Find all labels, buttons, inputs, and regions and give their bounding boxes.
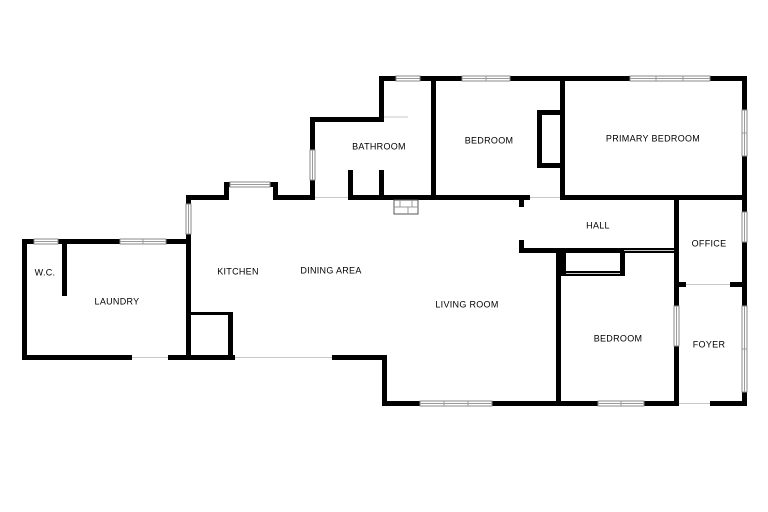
- wall-hall-stub: [519, 195, 524, 207]
- wall-kitchen-jog-right: [273, 182, 278, 200]
- room-label-dining-area: DINING AREA: [300, 265, 361, 275]
- wall-primary-bottom: [560, 195, 747, 200]
- window: [185, 203, 192, 235]
- wall-living-jog: [382, 355, 387, 406]
- wall-bedroom-south-west: [556, 248, 561, 406]
- wall-wc-partition: [62, 244, 67, 296]
- wall-office-south-right: [730, 282, 747, 287]
- wall-kitchen-north-west: [186, 195, 226, 200]
- wall-hall-south: [519, 248, 679, 253]
- window: [119, 238, 167, 245]
- windows: [33, 75, 748, 407]
- wall-laundry-bottom-right: [168, 355, 235, 360]
- wall-pantry-right: [228, 312, 233, 360]
- room-label-kitchen: KITCHEN: [217, 266, 259, 276]
- wall-closet2-left: [561, 253, 566, 276]
- wall-bath-east: [431, 76, 436, 200]
- wall-office-west: [674, 195, 679, 285]
- wall-bedroom-primary-divider: [560, 76, 565, 200]
- wall-laundry-top: [22, 239, 190, 244]
- window: [741, 305, 748, 393]
- wall-bath-north-west: [310, 117, 384, 122]
- room-label-hall: HALL: [586, 220, 610, 230]
- wall-kitchen-west: [186, 195, 191, 360]
- room-labels: BATHROOM BEDROOM PRIMARY BEDROOM HALL OF…: [35, 133, 727, 349]
- wall-closet2-right: [620, 248, 625, 276]
- window: [673, 305, 680, 347]
- window: [33, 238, 59, 245]
- room-label-living-room: LIVING ROOM: [435, 299, 498, 309]
- wall-laundry-bottom-left: [22, 355, 132, 360]
- wall-closet-left: [537, 110, 542, 168]
- room-label-laundry: LAUNDRY: [95, 296, 140, 306]
- window: [629, 75, 711, 82]
- wall-south-foyer-right: [710, 401, 747, 406]
- room-label-office: OFFICE: [692, 238, 727, 248]
- wall-closet-top: [537, 110, 565, 115]
- window: [309, 149, 316, 181]
- fireplace-icon: [393, 199, 419, 215]
- window: [741, 211, 748, 243]
- window: [597, 400, 645, 407]
- wall-hall-south-stub: [519, 240, 524, 253]
- window: [395, 75, 421, 82]
- window: [419, 400, 493, 407]
- wall-laundry-left: [22, 239, 27, 360]
- wall-office-south-left: [674, 282, 686, 287]
- room-label-primary-bedroom: PRIMARY BEDROOM: [606, 133, 700, 143]
- wall-kitchen-jog-left: [224, 182, 229, 200]
- room-label-foyer: FOYER: [693, 339, 726, 349]
- openings: [132, 116, 730, 404]
- window: [741, 109, 748, 157]
- wall-bath-inner-left: [348, 170, 353, 200]
- room-label-bathroom: BATHROOM: [352, 141, 406, 151]
- window: [461, 75, 511, 82]
- wall-upper-rooms-bottom: [348, 195, 530, 200]
- room-label-bedroom-north: BEDROOM: [465, 135, 514, 145]
- wall-south-main: [382, 401, 679, 406]
- wall-bath-inner-right: [379, 170, 384, 200]
- wall-living-south-west: [332, 355, 387, 360]
- wall-closet-bottom: [537, 163, 565, 168]
- room-label-bedroom-south: BEDROOM: [594, 333, 643, 343]
- room-label-wc: W.C.: [35, 267, 56, 277]
- wall-bath-north-jog: [379, 76, 384, 122]
- wall-kitchen-north-east: [273, 195, 315, 200]
- wall-pantry-top: [191, 312, 233, 315]
- window: [229, 181, 271, 188]
